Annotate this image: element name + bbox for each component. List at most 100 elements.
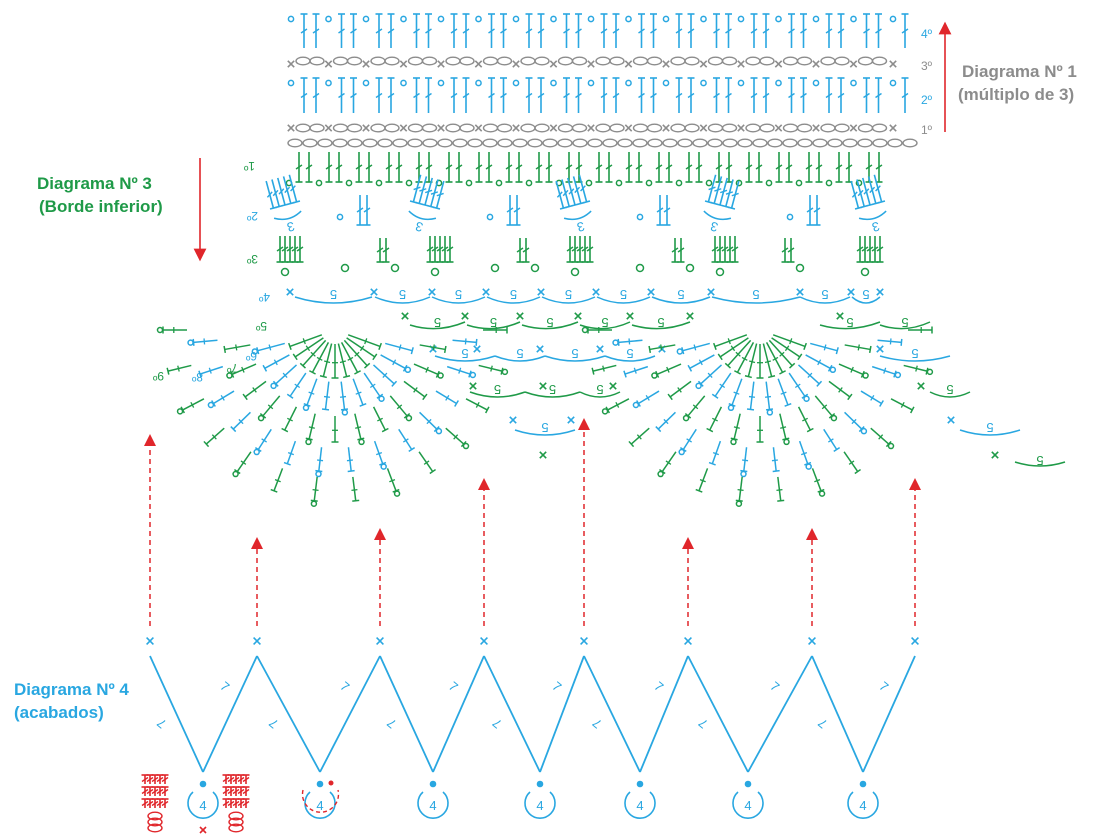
chain-stitch-icon bbox=[707, 56, 724, 66]
double-crochet-icon bbox=[636, 390, 660, 407]
double-crochet-icon bbox=[711, 372, 732, 399]
double-crochet-icon bbox=[271, 179, 283, 209]
chain-stitch-icon bbox=[287, 138, 303, 148]
ring-count-label: 4 bbox=[636, 798, 643, 813]
cluster-label: 3 bbox=[709, 219, 720, 235]
single-crochet-icon bbox=[587, 124, 595, 132]
slip-stitch-icon bbox=[378, 395, 385, 402]
d3-row-label-9: 9º bbox=[152, 369, 164, 383]
double-crochet-icon bbox=[591, 364, 617, 375]
ring-detail bbox=[301, 789, 340, 813]
single-crochet-icon bbox=[512, 124, 520, 132]
double-crochet-icon bbox=[638, 13, 645, 48]
double-crochet-icon bbox=[488, 13, 495, 48]
single-crochet-icon bbox=[662, 60, 670, 68]
slip-stitch-icon bbox=[695, 382, 702, 390]
double-crochet-icon bbox=[655, 152, 663, 183]
chain-stitch-icon bbox=[782, 138, 798, 148]
single-crochet-icon bbox=[537, 288, 545, 296]
double-crochet-icon bbox=[728, 378, 743, 407]
cluster-group: 3 bbox=[703, 174, 740, 235]
double-crochet-icon bbox=[715, 152, 723, 183]
double-crochet-icon bbox=[232, 786, 240, 796]
slip-stitch-icon bbox=[550, 79, 557, 87]
double-crochet-icon bbox=[681, 342, 710, 355]
chain-stitch-icon bbox=[670, 56, 686, 66]
single-crochet-icon bbox=[362, 124, 370, 132]
cluster-group bbox=[566, 236, 594, 277]
chain-loop bbox=[541, 296, 596, 304]
ring-count-label: 4 bbox=[859, 798, 866, 813]
chain-stitch-icon bbox=[392, 138, 408, 148]
double-crochet-icon bbox=[270, 468, 284, 493]
chain-count-label: 7 bbox=[384, 715, 399, 731]
double-crochet-icon bbox=[684, 395, 706, 419]
chain-stitch-icon bbox=[377, 138, 393, 148]
cluster-group: 3 bbox=[850, 174, 887, 235]
slip-stitch-icon bbox=[404, 366, 412, 374]
cluster-group bbox=[426, 236, 454, 277]
slip-stitch-icon bbox=[525, 179, 533, 187]
chain-stitch-icon bbox=[834, 56, 850, 66]
single-crochet-icon bbox=[774, 60, 783, 68]
slip-stitch-icon bbox=[812, 79, 820, 87]
double-crochet-icon bbox=[717, 337, 749, 361]
single-crochet-icon bbox=[469, 382, 477, 390]
double-crochet-icon bbox=[658, 451, 677, 475]
chain-stitch-icon bbox=[595, 56, 611, 66]
chain-stitch-icon bbox=[745, 56, 761, 66]
double-crochet-icon bbox=[346, 447, 355, 473]
slip-stitch-icon bbox=[280, 267, 290, 277]
slip-stitch-icon bbox=[632, 401, 640, 409]
single-crochet-icon bbox=[287, 124, 295, 132]
slip-stitch-icon bbox=[325, 79, 332, 87]
chain-stitch-icon bbox=[228, 823, 244, 833]
double-crochet-icon bbox=[578, 174, 591, 204]
single-crochet-icon bbox=[324, 124, 333, 132]
double-crochet-icon bbox=[419, 344, 447, 354]
chain-loop bbox=[521, 321, 579, 330]
d1-row-label-2: 2º bbox=[921, 93, 933, 107]
double-crochet-icon bbox=[875, 13, 882, 48]
slip-stitch-icon bbox=[581, 326, 589, 334]
slip-stitch-icon bbox=[615, 179, 623, 187]
double-crochet-icon bbox=[426, 236, 434, 263]
double-crochet-icon bbox=[800, 13, 807, 48]
single-crochet-icon bbox=[437, 60, 445, 68]
double-crochet-icon bbox=[151, 798, 159, 808]
chain-loop bbox=[703, 210, 732, 221]
chain-stitch-icon bbox=[827, 138, 843, 148]
chain-stitch-icon bbox=[721, 56, 738, 66]
double-crochet-icon bbox=[722, 179, 734, 209]
chain-stitch-icon bbox=[496, 123, 513, 133]
slip-stitch-icon bbox=[462, 442, 470, 450]
chain-stitch-icon bbox=[295, 56, 311, 66]
slip-stitch-icon bbox=[550, 15, 557, 23]
chain-count-label: 7 bbox=[490, 715, 505, 731]
double-crochet-icon bbox=[161, 798, 169, 808]
double-crochet-icon bbox=[814, 395, 836, 419]
ring-icon: 4 bbox=[847, 780, 879, 819]
chain-stitch-icon bbox=[834, 123, 850, 133]
double-crochet-icon bbox=[431, 236, 439, 263]
double-crochet-icon bbox=[372, 406, 389, 433]
double-crochet-icon bbox=[356, 195, 364, 226]
chain-loop bbox=[596, 296, 651, 304]
double-crochet-icon bbox=[305, 413, 316, 441]
diagram-4-subtitle: (acabados) bbox=[14, 703, 104, 722]
slip-stitch-icon bbox=[302, 404, 310, 412]
single-crochet-icon bbox=[626, 312, 634, 320]
slip-stitch-icon bbox=[744, 780, 752, 788]
double-crochet-icon bbox=[355, 152, 363, 183]
chain-stitch-icon bbox=[332, 56, 349, 66]
chain-stitch-icon bbox=[497, 138, 513, 148]
slip-stitch-icon bbox=[316, 780, 324, 788]
slip-stitch-icon bbox=[766, 409, 774, 416]
chain-loop-label: 5 bbox=[516, 346, 523, 361]
diagram-3-title: Diagrama Nº 3 bbox=[37, 174, 152, 193]
slip-stitch-icon bbox=[735, 500, 743, 507]
chain-stitch-icon bbox=[871, 56, 888, 66]
double-crochet-icon bbox=[450, 77, 458, 113]
chain-stitch-icon bbox=[147, 823, 163, 833]
chain-stitch-icon bbox=[302, 138, 318, 148]
